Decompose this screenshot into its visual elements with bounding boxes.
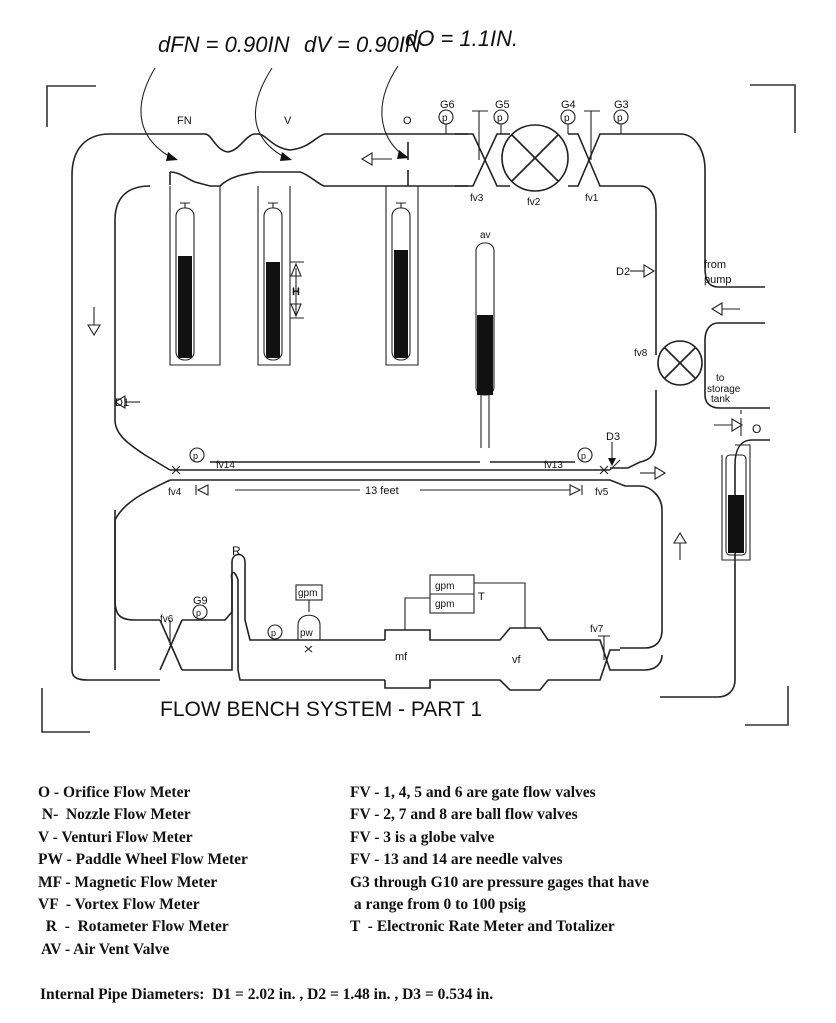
label-d1: D1 <box>115 397 129 409</box>
label-pump: pump <box>704 274 732 286</box>
label-g3: G3 <box>614 99 629 111</box>
manometer-o <box>385 186 419 366</box>
svg-text:p: p <box>271 628 276 638</box>
label-13-feet: 13 feet <box>365 485 399 497</box>
legend-item: O - Orifice Flow Meter <box>38 784 191 801</box>
legend-item: FV - 13 and 14 are needle valves <box>350 851 563 869</box>
label-h: H <box>292 286 300 298</box>
label-gpm-pw: gpm <box>298 588 317 599</box>
label-from: from <box>704 259 726 271</box>
legend-item: FV - 3 is a globe valve <box>350 828 495 846</box>
handwritten-annotations: dFN = 0.90IN dV = 0.90IN dO = 1.1IN. <box>140 26 518 161</box>
main-loop-pipe <box>71 110 770 698</box>
label-storage: storage <box>707 384 741 395</box>
legend-item: AV - Air Vent Valve <box>38 940 170 958</box>
label-g4: G4 <box>561 99 576 111</box>
label-fv3: fv3 <box>470 193 484 204</box>
label-fv1: fv1 <box>585 193 599 204</box>
ball-valve-fv8 <box>657 340 703 386</box>
manometer-v <box>257 186 304 366</box>
label-vf: vf <box>512 654 522 666</box>
annotation-arrow-v <box>255 67 287 159</box>
label-d2: D2 <box>616 266 630 278</box>
legend-item: FV - 1, 4, 5 and 6 are gate flow valves <box>350 784 596 801</box>
label-gpm-rate: gpm <box>435 581 454 592</box>
label-mf: mf <box>395 651 408 663</box>
meter-legend: O - Orifice Flow Meter N- Nozzle Flow Me… <box>38 782 248 961</box>
legend-item: V - Venturi Flow Meter <box>38 828 193 846</box>
label-fv13: fv13 <box>544 460 563 471</box>
outlet-orifice-manometer <box>721 410 751 561</box>
frame-corners <box>41 84 796 733</box>
svg-text:p: p <box>617 113 623 124</box>
legend-item: a range from 0 to 100 psig <box>350 896 526 914</box>
venturi-diameter-note: dV = 0.90IN <box>304 32 421 57</box>
annotation-arrow-fn <box>140 67 173 159</box>
label-fv4: fv4 <box>168 487 182 498</box>
arrowhead-o <box>397 150 409 159</box>
valve-legend: FV - 1, 4, 5 and 6 are gate flow valves … <box>350 782 649 939</box>
legend-item: T - Electronic Rate Meter and Totalizer <box>350 918 615 936</box>
ball-valve-fv2 <box>501 124 569 192</box>
diagram-labels: FN V O G6 p G5 p G4 p G3 p fv3 fv2 fv1 a… <box>115 99 761 721</box>
label-d3: D3 <box>606 431 620 443</box>
arrowhead-v <box>280 152 292 161</box>
label-pw: pw <box>300 628 314 639</box>
legend-item: FV - 2, 7 and 8 are ball flow valves <box>350 806 578 824</box>
svg-text:p: p <box>497 113 503 124</box>
legend-item: PW - Paddle Wheel Flow Meter <box>38 851 248 869</box>
nozzle-diameter-note: dFN = 0.90IN <box>158 32 290 57</box>
diagram-title: FLOW BENCH SYSTEM - PART 1 <box>160 698 482 721</box>
orifice-diameter-note: dO = 1.1IN. <box>405 26 518 51</box>
label-v: V <box>284 115 292 127</box>
svg-text:p: p <box>564 113 570 124</box>
lower-meter-run <box>71 510 663 691</box>
label-t: T <box>478 591 485 603</box>
label-fv14: fv14 <box>216 460 235 471</box>
label-fv6: fv6 <box>160 614 174 625</box>
label-o-right: O <box>752 422 761 436</box>
label-g9: G9 <box>193 595 208 607</box>
test-section <box>114 442 667 670</box>
flow-bench-diagram: dFN = 0.90IN dV = 0.90IN dO = 1.1IN. <box>41 26 796 733</box>
arrowhead-fn <box>166 152 178 161</box>
label-fv5: fv5 <box>595 487 609 498</box>
svg-text:p: p <box>581 451 586 461</box>
label-o-top: O <box>403 115 412 127</box>
label-fv8: fv8 <box>634 348 648 359</box>
pipe-diameters-note: Internal Pipe Diameters: D1 = 2.02 in. ,… <box>40 986 494 1003</box>
annotation-arrow-o <box>381 65 405 157</box>
label-av: av <box>480 230 491 241</box>
air-vent-manometer <box>475 242 495 448</box>
label-g6: G6 <box>440 99 455 111</box>
label-fv7: fv7 <box>590 624 604 635</box>
label-tank: tank <box>711 394 731 405</box>
manometer-fn <box>169 186 221 366</box>
legend-item: MF - Magnetic Flow Meter <box>38 873 218 891</box>
svg-text:p: p <box>442 113 448 124</box>
label-g5: G5 <box>495 99 510 111</box>
label-r: R <box>232 544 241 558</box>
legend-item: VF - Vortex Flow Meter <box>38 896 200 914</box>
label-fn: FN <box>177 115 192 127</box>
svg-text:p: p <box>193 451 198 461</box>
legend-item: R - Rotameter Flow Meter <box>38 918 229 936</box>
legend-item: G3 through G10 are pressure gages that h… <box>350 873 649 891</box>
svg-text:p: p <box>196 608 201 618</box>
label-gpm-total: gpm <box>435 599 454 610</box>
label-to: to <box>716 373 725 384</box>
label-fv2: fv2 <box>527 197 541 208</box>
flow-arrows-left <box>87 264 656 409</box>
legend-item: N- Nozzle Flow Meter <box>38 806 191 824</box>
